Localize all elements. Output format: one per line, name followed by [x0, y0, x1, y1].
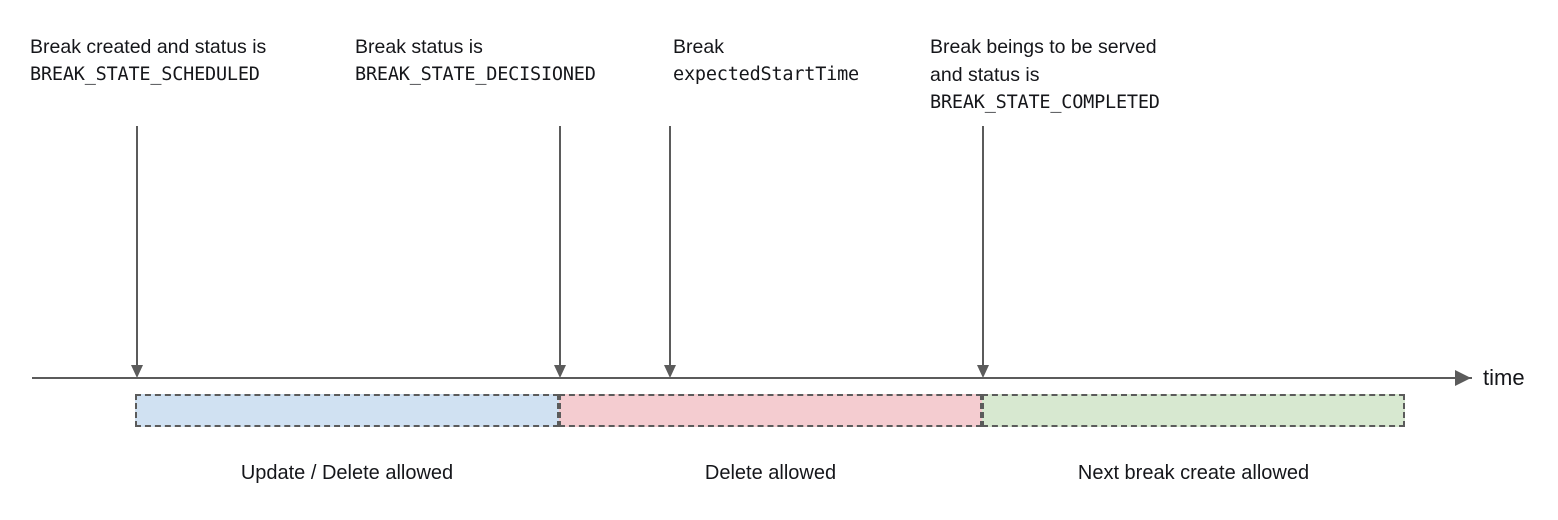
arrow-down-icon [554, 365, 566, 378]
annotation-decisioned: Break status is BREAK_STATE_DECISIONED [355, 33, 596, 89]
annotation-line: Break beings to be served [930, 36, 1157, 58]
marker-arrow-expected-start-time [662, 126, 678, 378]
annotation-line: Break created and status is [30, 36, 267, 58]
phase-bar-update-delete [135, 394, 559, 427]
phase-caption-delete: Delete allowed [704, 462, 837, 484]
marker-arrow-decisioned [552, 126, 568, 378]
time-axis-label: time [1483, 365, 1525, 390]
annotation-expected-start-time: Break expectedStartTime [673, 33, 859, 89]
annotation-line-code: BREAK_STATE_COMPLETED [930, 92, 1160, 113]
arrow-down-icon [131, 365, 143, 378]
annotation-line: Break [673, 36, 724, 58]
marker-stem [669, 126, 671, 365]
marker-stem [982, 126, 984, 365]
marker-arrow-completed [975, 126, 991, 378]
arrow-down-icon [664, 365, 676, 378]
marker-stem [136, 126, 138, 365]
marker-stem [559, 126, 561, 365]
marker-arrow-scheduled [129, 126, 145, 378]
phase-caption-update-delete: Update / Delete allowed [240, 462, 454, 484]
phase-bar-next-create [982, 394, 1405, 427]
arrow-down-icon [977, 365, 989, 378]
phase-caption-next-create: Next break create allowed [1077, 462, 1310, 484]
phase-bar-delete [559, 394, 982, 427]
annotation-line: Break status is [355, 36, 483, 58]
annotation-line: and status is [930, 64, 1040, 86]
annotation-line-code: BREAK_STATE_DECISIONED [355, 64, 596, 85]
annotation-completed: Break beings to be served and status is … [930, 33, 1160, 117]
annotation-line-code: BREAK_STATE_SCHEDULED [30, 64, 260, 85]
annotation-scheduled: Break created and status is BREAK_STATE_… [30, 33, 266, 89]
arrow-right-icon [1455, 370, 1471, 386]
annotation-line-code: expectedStartTime [673, 64, 859, 85]
time-axis-line [32, 377, 1472, 379]
